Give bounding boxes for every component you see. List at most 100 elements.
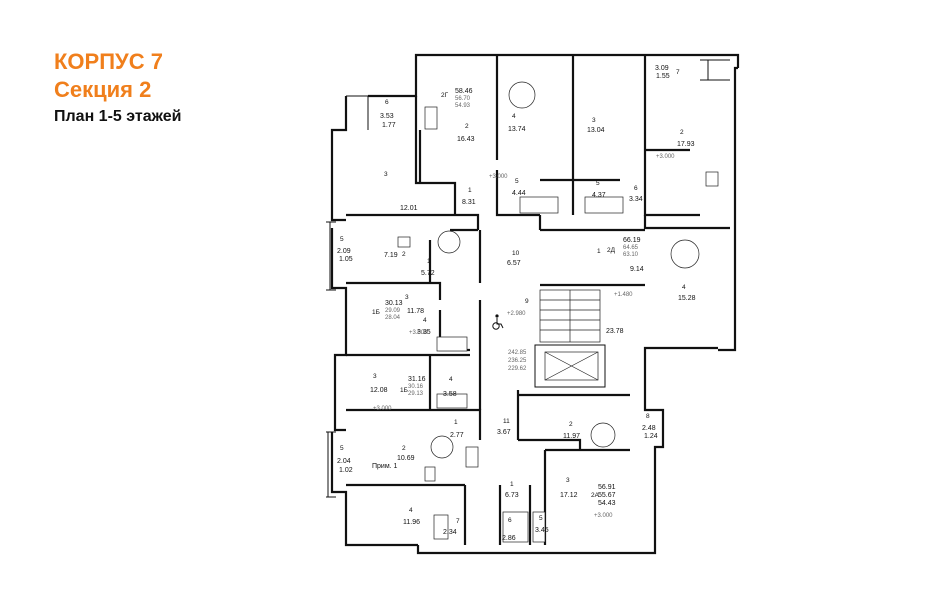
level-marks: +3.000 +3.000 +3.000 +3.000 +3.000 +1.48… <box>373 154 675 519</box>
room-area2: 1.05 <box>339 256 353 263</box>
room-label: 5 <box>340 445 344 452</box>
room-label: 6 <box>508 517 512 524</box>
room-area2: 1.02 <box>339 467 353 474</box>
room-label: 6 <box>634 185 638 192</box>
room-label: 3 <box>373 373 377 380</box>
room-area: 16.43 <box>457 136 475 143</box>
room-area: 8.31 <box>462 199 476 206</box>
room-area: 2.09 <box>337 248 351 255</box>
floors-title: План 1-5 этажей <box>54 108 182 125</box>
room-area2: 64.65 <box>623 245 639 251</box>
fixtures <box>397 81 719 543</box>
room-label: 3 <box>405 294 409 301</box>
room-area: 5.72 <box>421 270 435 277</box>
room-area: 2.34 <box>443 529 457 536</box>
room-label: 1 <box>468 187 472 194</box>
room-label: 3 <box>384 171 388 178</box>
room-area: 3.35 <box>417 329 431 336</box>
stair-area-a: 242.85 <box>508 350 527 356</box>
room-label: 4 <box>682 284 686 291</box>
room-label: 8 <box>646 413 650 420</box>
level-mark: +3.000 <box>489 174 508 180</box>
level-mark: +3.000 <box>409 330 428 336</box>
room-label: 1 <box>597 248 601 255</box>
room-area: 7.19 <box>384 252 398 259</box>
room-label: 2Г <box>441 92 449 99</box>
room-area: 11.96 <box>403 519 420 526</box>
room-area3: 29.13 <box>408 391 424 397</box>
room-area: 2.04 <box>337 458 351 465</box>
room-label: 5 <box>340 236 344 243</box>
stair-area-c: 229.62 <box>508 366 527 372</box>
room-label: 2 <box>402 445 406 452</box>
room-area: 12.08 <box>370 387 388 394</box>
room-label: 6 <box>385 99 389 106</box>
room-label: 1Б <box>400 387 408 394</box>
room-area: 4.44 <box>512 190 526 197</box>
level-mark: +3.000 <box>594 513 613 519</box>
room-area: 13.74 <box>508 126 526 133</box>
room-area2: 1.77 <box>382 122 396 129</box>
room-area: 56.91 <box>598 484 616 491</box>
wheelchair-icon <box>492 314 504 330</box>
room-area: 3.34 <box>629 196 643 203</box>
room-label: 5 <box>515 178 519 185</box>
title-block: КОРПУС 7 Секция 2 План 1-5 этажей <box>54 48 181 128</box>
room-label: 1 <box>510 481 514 488</box>
room-area: 17.12 <box>560 492 578 499</box>
room-area: 3.58 <box>443 391 457 398</box>
room-label: 5 <box>596 180 600 187</box>
room-area: 17.93 <box>677 141 695 148</box>
room-area: 12.01 <box>400 205 418 212</box>
note-label: Прим. 1 <box>372 463 398 470</box>
room-area: 9.14 <box>630 266 644 273</box>
room-area: 31.16 <box>408 376 426 383</box>
room-label: 3 <box>592 117 596 124</box>
interior-walls <box>346 55 730 545</box>
stair-core <box>534 289 606 388</box>
room-label: 2 <box>402 251 406 258</box>
room-area: 11.78 <box>407 308 424 315</box>
room-label: 4 <box>512 113 516 120</box>
level-mark: +3.000 <box>373 406 392 412</box>
room-label: 4 <box>409 507 413 514</box>
room-label: 7 <box>676 69 680 76</box>
room-area: 66.19 <box>623 237 641 244</box>
room-label: 5 <box>539 515 543 522</box>
room-area3: 63.10 <box>623 252 639 258</box>
room-area: 11.97 <box>563 433 580 440</box>
room-area: 2.77 <box>450 432 464 439</box>
room-area: 3.53 <box>380 113 394 120</box>
room-area3: 54.93 <box>455 103 471 109</box>
room-area2: 1.24 <box>644 433 658 440</box>
room-label: 11 <box>503 418 510 425</box>
level-mark: +2.980 <box>507 311 526 317</box>
room-area3: 54.43 <box>598 500 616 507</box>
room-area2: 55.67 <box>598 492 616 499</box>
room-label: 2А <box>591 492 600 499</box>
room-area: 13.04 <box>587 127 605 134</box>
room-label: 7 <box>456 518 460 525</box>
stair-area-b: 236.25 <box>508 358 527 364</box>
room-area2: 1.55 <box>656 73 670 80</box>
room-area: 23.78 <box>606 328 624 335</box>
room-label: 1Б <box>372 309 380 316</box>
room-area3: 28.04 <box>385 315 401 321</box>
room-label: 3 <box>566 477 570 484</box>
building-title: КОРПУС 7 <box>54 49 163 74</box>
level-mark: +1.480 <box>614 292 633 298</box>
room-area: 3.09 <box>655 65 669 72</box>
room-area: 6.57 <box>507 260 521 267</box>
room-area: 4.37 <box>592 192 606 199</box>
room-area: 15.28 <box>678 295 696 302</box>
room-area: 30.13 <box>385 300 403 307</box>
room-area: 10.69 <box>397 455 415 462</box>
room-area2: 29.09 <box>385 308 401 314</box>
level-mark: +3.000 <box>656 154 675 160</box>
stair-area-label: 242.85 236.25 229.62 <box>508 350 527 372</box>
room-label: 4 <box>449 376 453 383</box>
room-label: 1 <box>454 419 458 426</box>
room-area: 58.46 <box>455 88 473 95</box>
room-area: 2.48 <box>642 425 656 432</box>
room-label: 10 <box>512 250 520 257</box>
